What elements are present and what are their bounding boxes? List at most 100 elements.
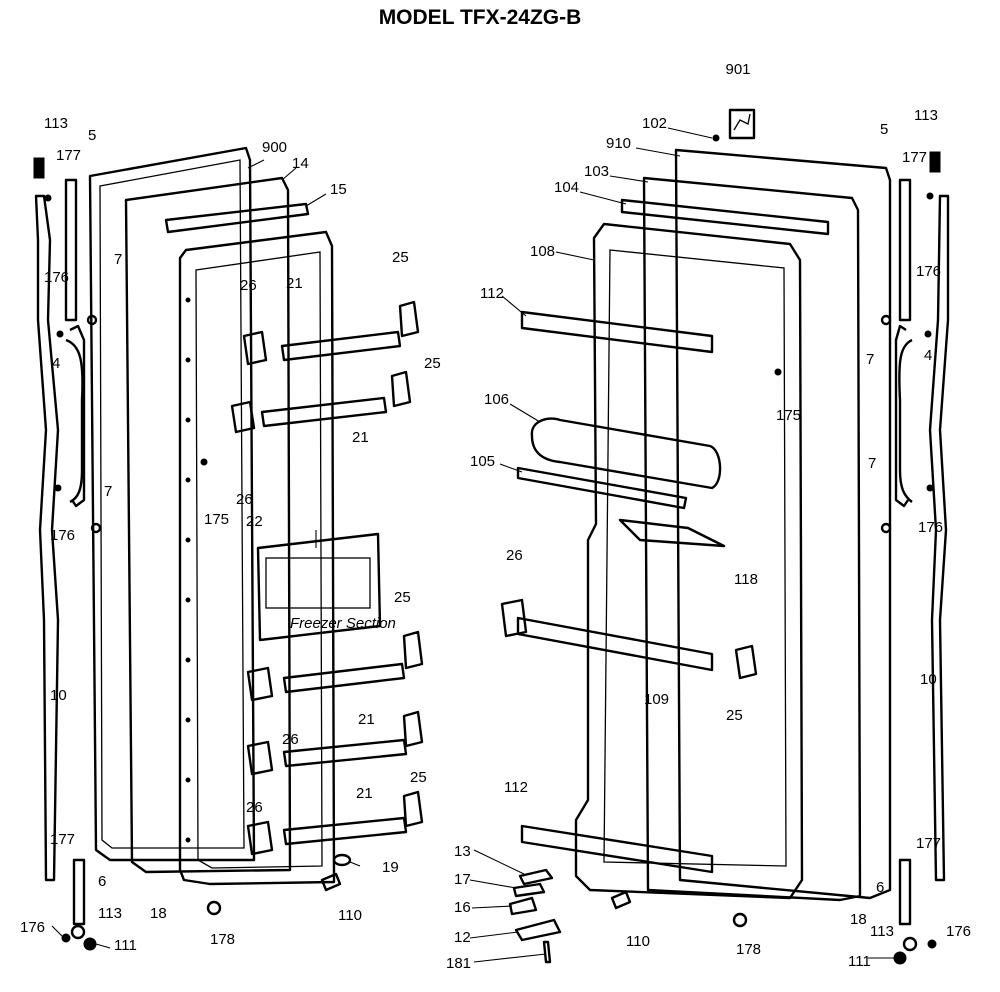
callout-110-right: 110 — [626, 933, 650, 950]
washer-113-left — [70, 924, 86, 940]
bushing-16 — [508, 896, 538, 916]
screw-102 — [712, 134, 720, 142]
callout-17: 17 — [454, 871, 471, 888]
callout-18-right: 18 — [850, 911, 867, 928]
callout-15: 15 — [330, 181, 347, 198]
bracket-25-right — [734, 644, 758, 680]
cap-176-right — [927, 939, 937, 949]
handle-trim-right — [928, 194, 950, 882]
callout-21-c: 21 — [358, 711, 375, 728]
breaker-strip-right — [620, 198, 830, 236]
callout-113-left-top: 113 — [44, 115, 68, 132]
callout-177-left-b: 177 — [50, 831, 75, 848]
callout-25-d: 25 — [410, 769, 427, 786]
screw-175-left — [200, 458, 208, 466]
plug-178-right — [732, 912, 748, 928]
door-gasket-left — [124, 176, 292, 874]
callout-26-d: 26 — [246, 799, 263, 816]
callout-111-left: 111 — [114, 937, 137, 954]
callout-25-a: 25 — [392, 249, 409, 266]
screw-176-right-a — [924, 330, 932, 338]
freezer-panel-22 — [256, 532, 382, 642]
callout-108: 108 — [530, 243, 555, 260]
shelf-112-top — [520, 310, 714, 354]
bushing-7-left-b — [90, 522, 102, 534]
callout-7-left-a: 7 — [114, 251, 122, 268]
callout-111-right: 111 — [848, 953, 871, 970]
door-outer-panel-inner-edge — [99, 159, 245, 849]
callout-175-left: 175 — [204, 511, 229, 528]
shelf-112-bottom — [520, 824, 714, 874]
handle-mount-right — [894, 324, 909, 508]
callout-21-b: 21 — [352, 429, 369, 446]
callout-112-bottom: 112 — [504, 779, 528, 796]
freezer-panel-text: Freezer Section — [290, 615, 396, 632]
callout-22: 22 — [246, 513, 263, 530]
shim-17 — [512, 882, 546, 898]
door-handle-right — [898, 338, 913, 503]
leader-lines — [51, 127, 894, 963]
callout-26-c: 26 — [282, 731, 299, 748]
callout-104: 104 — [554, 179, 579, 196]
cap-176-left — [61, 933, 71, 943]
callout-10-left: 10 — [50, 687, 67, 704]
door-liner-right — [574, 222, 804, 900]
callout-4-left: 4 — [52, 355, 60, 372]
hinge-pin-113-left — [33, 157, 45, 179]
plug-178-left — [206, 900, 222, 916]
callout-6-right: 6 — [876, 879, 884, 896]
callout-6-left: 6 — [98, 873, 106, 890]
liner-screws-left — [185, 297, 191, 843]
callout-13: 13 — [454, 843, 471, 860]
callout-21-a: 21 — [286, 275, 303, 292]
callout-5-right: 5 — [880, 121, 888, 138]
callout-109: 109 — [644, 691, 669, 708]
callout-177-right-b: 177 — [916, 835, 941, 852]
nut-111-right — [893, 951, 907, 965]
door-handle-left — [65, 338, 84, 504]
freezer-door-assembly: Freezer Section — [33, 146, 424, 951]
callout-25-c: 25 — [394, 589, 411, 606]
callout-21-d: 21 — [356, 785, 373, 802]
door-liner-left-inner — [195, 251, 323, 869]
breaker-strip-left — [164, 202, 310, 234]
callout-26-right: 26 — [506, 547, 523, 564]
callout-26-a: 26 — [240, 277, 257, 294]
hinge-bushing-110-right — [610, 890, 632, 910]
hinge-pin-113-right — [929, 151, 941, 173]
callout-176-left-b: 176 — [50, 527, 75, 544]
screw-176-left-a — [56, 330, 64, 338]
freezer-panel-window — [265, 557, 371, 609]
callout-113-right-b: 113 — [870, 923, 894, 940]
hinge-plate-13 — [518, 868, 554, 886]
hinge-cover-right — [898, 178, 912, 322]
callout-118: 118 — [734, 571, 758, 588]
screw-177-left — [44, 194, 52, 202]
bushing-7-right-a — [880, 314, 892, 326]
callout-5-left: 5 — [88, 127, 96, 144]
callout-176-left-a: 176 — [44, 269, 69, 286]
screw-175-right — [774, 368, 782, 376]
rail-105 — [516, 466, 688, 510]
spacer-19 — [332, 853, 352, 867]
callout-25-right: 25 — [726, 707, 743, 724]
callout-901: 901 — [725, 61, 750, 78]
egg-tray-118 — [618, 518, 726, 548]
hinge-cover-left — [64, 178, 78, 322]
callout-7-left-b: 7 — [104, 483, 112, 500]
nut-111-left — [83, 937, 97, 951]
bottom-hinge-left — [72, 858, 86, 926]
callout-176-right-a: 176 — [916, 263, 941, 280]
screw-176-right-b — [926, 484, 934, 492]
callout-910: 910 — [606, 135, 631, 152]
callout-25-b: 25 — [424, 355, 441, 372]
bracket-26-right — [500, 598, 528, 638]
pin-181 — [542, 940, 552, 964]
callout-26-b: 26 — [236, 491, 253, 508]
dairy-cover-106 — [530, 417, 722, 490]
callout-labels: 901 102 910 103 104 108 112 106 105 118 … — [20, 61, 971, 972]
callout-178-right: 178 — [736, 941, 761, 958]
callout-178-left: 178 — [210, 931, 235, 948]
callout-14: 14 — [292, 155, 309, 172]
